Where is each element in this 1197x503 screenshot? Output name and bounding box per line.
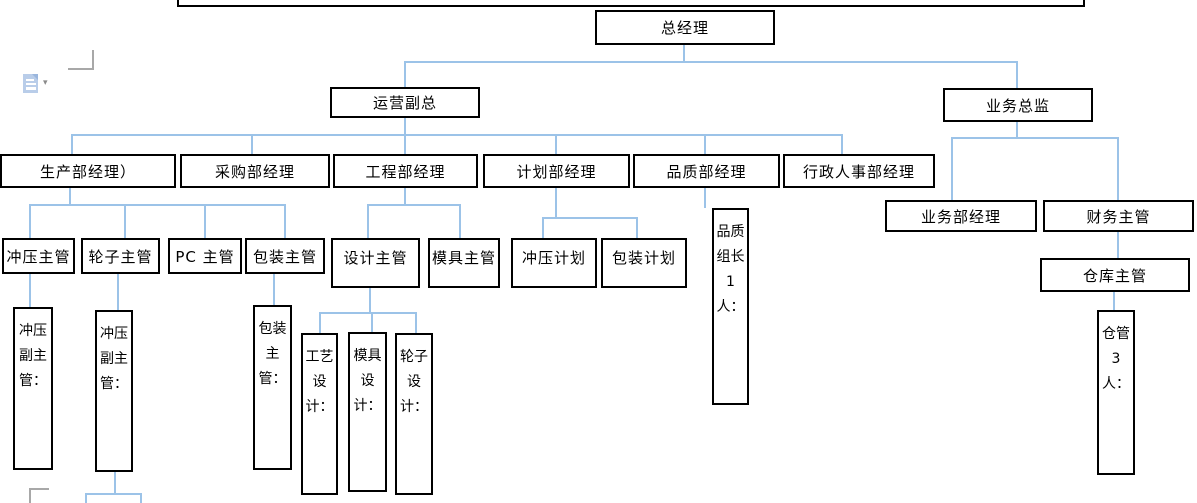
connector: [404, 188, 406, 206]
node-wheel-supervisor[interactable]: 轮子主管: [81, 238, 160, 274]
top-cutoff-box: [177, 0, 1085, 7]
connector: [29, 204, 31, 238]
node-quality-manager[interactable]: 品质部经理: [633, 154, 780, 188]
corner-mark-top: [92, 50, 94, 70]
node-stamping-deputy-supervisor-2[interactable]: 冲压副主管：: [95, 310, 133, 472]
connector: [369, 288, 371, 314]
node-stamping-planning[interactable]: 冲压计划: [511, 238, 597, 288]
connector: [367, 204, 369, 238]
node-engineering-manager[interactable]: 工程部经理: [333, 154, 478, 188]
paste-options-icon[interactable]: [22, 73, 41, 94]
node-craft-design[interactable]: 工艺设计：: [301, 333, 338, 495]
connector: [841, 134, 843, 154]
connector: [704, 134, 706, 154]
connector: [114, 470, 116, 495]
node-admin-hr-manager[interactable]: 行政人事部经理: [783, 154, 935, 188]
node-stamping-supervisor[interactable]: 冲压主管: [2, 238, 75, 274]
connector: [1016, 122, 1018, 139]
connector: [1117, 232, 1119, 258]
connector: [555, 188, 557, 219]
node-packaging-supervisor[interactable]: 包装主管: [245, 238, 325, 274]
connector: [85, 493, 142, 495]
connector: [29, 204, 286, 206]
connector: [85, 493, 87, 503]
connector: [636, 217, 638, 238]
node-purchasing-manager[interactable]: 采购部经理: [180, 154, 330, 188]
connector: [459, 204, 461, 238]
node-wheel-design[interactable]: 轮子设计：: [395, 333, 433, 495]
connector: [542, 217, 638, 219]
node-quality-group-leader[interactable]: 品质组长1人：: [712, 208, 749, 405]
connector: [140, 493, 142, 503]
node-design-supervisor[interactable]: 设计主管: [331, 238, 420, 288]
connector: [204, 204, 206, 238]
node-business-dept-manager[interactable]: 业务部经理: [885, 200, 1037, 232]
node-packaging-supervisor-staff[interactable]: 包装主管：: [253, 305, 292, 470]
connector: [404, 61, 1018, 63]
node-stamping-deputy-supervisor-1[interactable]: 冲压副主管：: [13, 307, 53, 470]
connector: [704, 188, 706, 208]
connector: [284, 204, 286, 238]
connector: [273, 274, 275, 305]
connector: [404, 134, 406, 154]
connector: [1113, 292, 1115, 310]
node-planning-manager[interactable]: 计划部经理: [483, 154, 630, 188]
node-mold-supervisor[interactable]: 模具主管: [428, 238, 500, 288]
node-general-manager[interactable]: 总经理: [595, 10, 775, 45]
node-business-director[interactable]: 业务总监: [943, 88, 1093, 122]
connector: [319, 312, 417, 314]
connector: [404, 118, 406, 136]
connector: [404, 61, 406, 87]
connector: [319, 312, 321, 333]
corner-mark-top: [68, 68, 94, 70]
connector: [117, 274, 119, 310]
corner-mark-bottom: [29, 488, 31, 503]
connector: [1117, 137, 1119, 200]
connector: [367, 204, 461, 206]
connector: [555, 134, 557, 154]
corner-mark-bottom: [29, 488, 49, 490]
node-finance-supervisor[interactable]: 财务主管: [1043, 200, 1194, 232]
connector: [71, 134, 843, 136]
node-warehouse-supervisor[interactable]: 仓库主管: [1040, 258, 1190, 292]
connector: [951, 137, 953, 200]
connector: [542, 217, 544, 238]
connector: [371, 312, 373, 332]
connector: [71, 134, 73, 154]
paste-options-dropdown-arrow[interactable]: ▾: [43, 78, 48, 88]
connector: [251, 134, 253, 154]
node-operations-vp[interactable]: 运营副总: [330, 87, 480, 118]
node-pc-supervisor[interactable]: PC 主管: [168, 238, 242, 274]
connector: [29, 274, 31, 307]
node-packaging-planning[interactable]: 包装计划: [601, 238, 687, 288]
connector: [683, 45, 685, 63]
connector: [951, 137, 1119, 139]
connector: [415, 312, 417, 333]
connector: [124, 204, 126, 238]
node-mold-design[interactable]: 模具设计：: [348, 332, 387, 492]
connector: [69, 188, 71, 206]
connector: [1016, 61, 1018, 88]
node-production-manager[interactable]: 生产部经理）: [0, 154, 176, 188]
node-warehouse-keeper[interactable]: 仓管3人：: [1097, 310, 1135, 475]
